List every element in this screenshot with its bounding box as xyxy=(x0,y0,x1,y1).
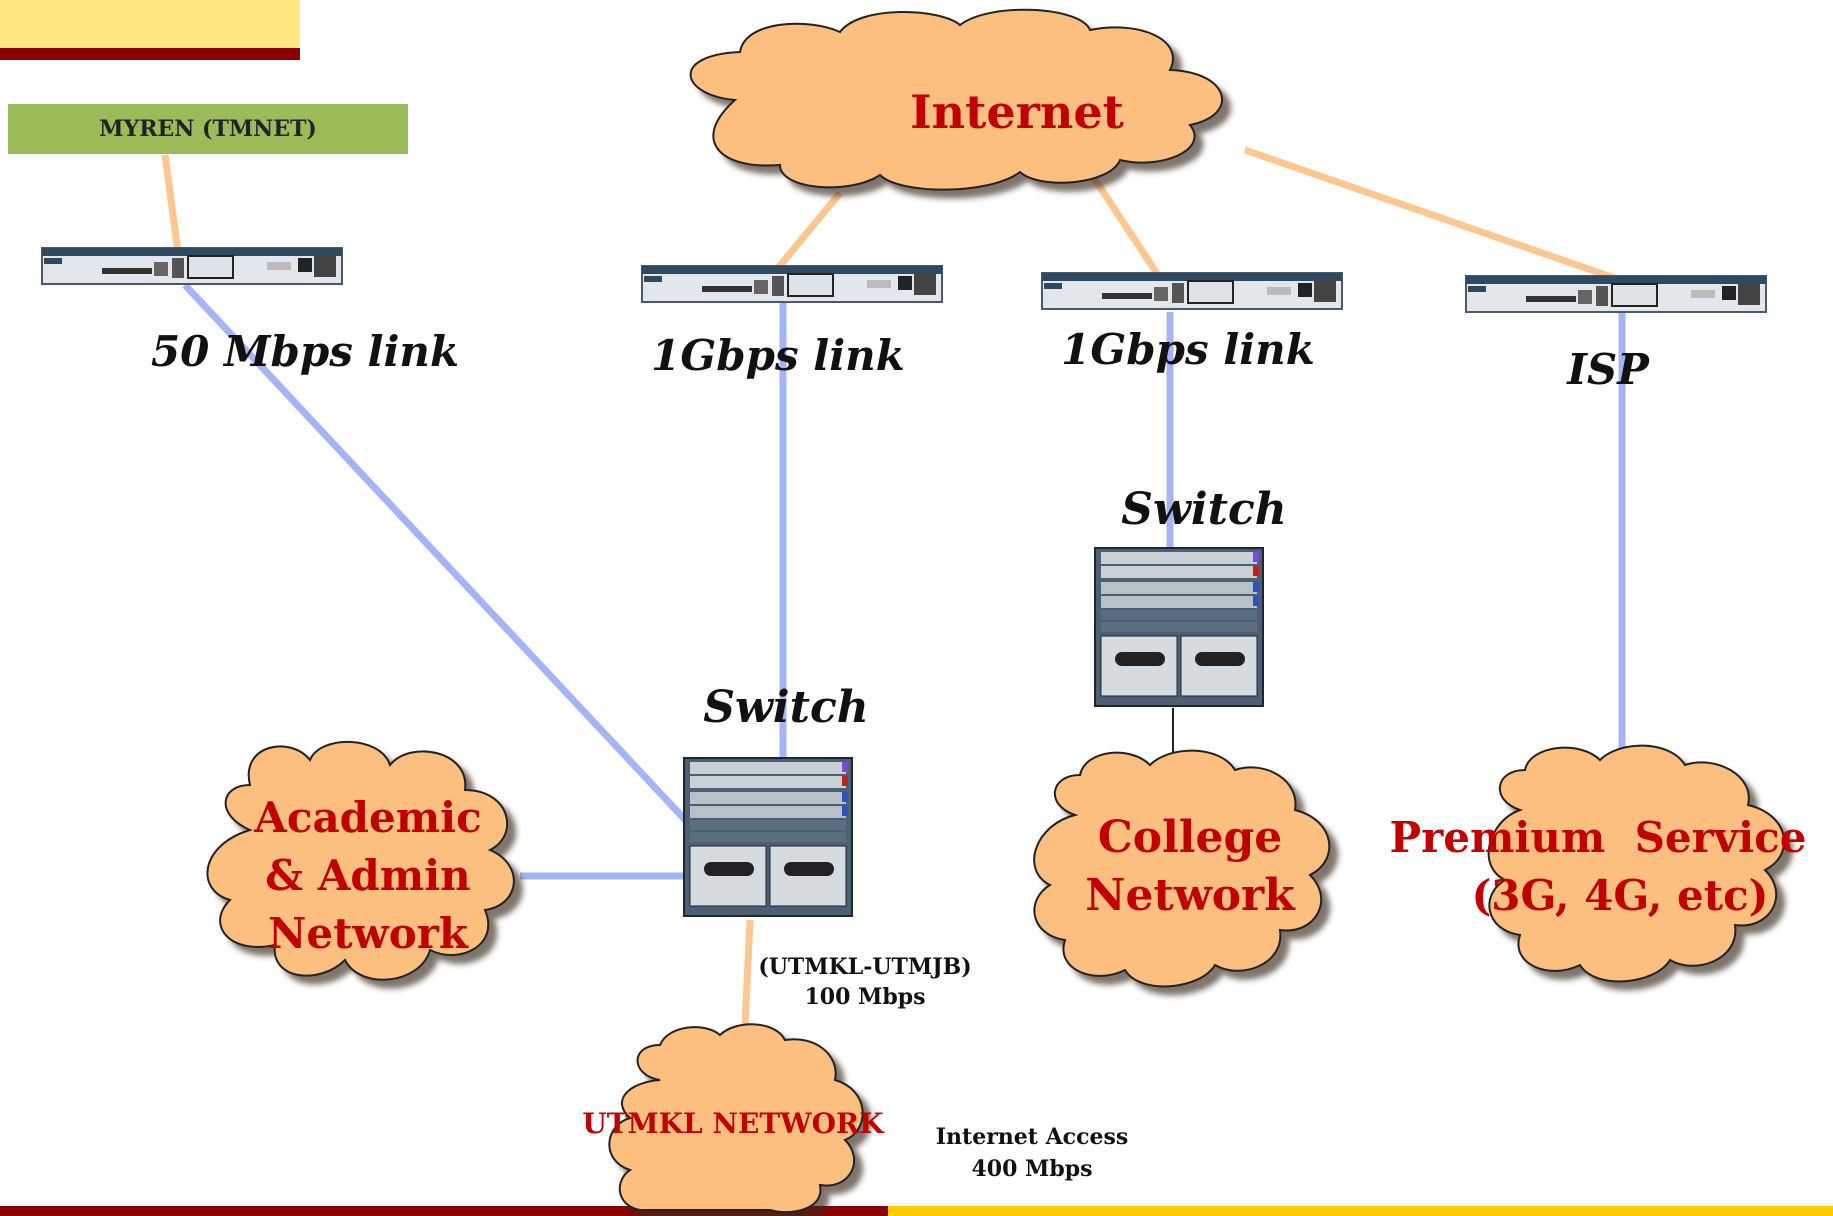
college-label-2: Network xyxy=(1085,870,1296,921)
premium-cloud xyxy=(1487,744,1786,983)
premium-label-1: Premium Service xyxy=(1390,813,1807,862)
header-yellow-bar xyxy=(0,0,300,48)
academic-label-1: Academic xyxy=(253,793,481,842)
academic-cloud xyxy=(206,740,515,981)
link-router-myren-switch xyxy=(182,282,693,828)
label-1gbps-link-1: 1Gbps link xyxy=(651,331,905,380)
internet-access-note-2: 400 Mbps xyxy=(971,1156,1092,1182)
link-myren-router xyxy=(161,154,182,253)
router-myren xyxy=(41,247,343,285)
header-red-bar xyxy=(0,48,300,60)
switch-college xyxy=(1094,547,1264,707)
router-link1 xyxy=(641,265,943,303)
utmkl-link-note-2: 100 Mbps xyxy=(804,984,925,1010)
switch-main xyxy=(683,757,853,917)
link-internet-isp xyxy=(1243,146,1622,284)
internet-label: Internet xyxy=(910,85,1124,139)
link-internet-router2 xyxy=(1087,170,1161,277)
internet-cloud xyxy=(689,8,1223,191)
utmkl-label: UTMKL NETWORK xyxy=(582,1107,885,1140)
footer-yellow-bar xyxy=(888,1206,1833,1216)
label-50mbps-link: 50 Mbps link xyxy=(151,327,459,376)
college-label-1: College xyxy=(1098,812,1283,863)
link-internet-router1 xyxy=(775,190,843,271)
myren-box xyxy=(8,104,408,154)
label-isp: ISP xyxy=(1566,345,1650,394)
utmkl-link-note-1: (UTMKL-UTMJB) xyxy=(758,954,971,980)
router-link2 xyxy=(1041,272,1343,310)
internet-access-note-1: Internet Access xyxy=(936,1124,1128,1150)
label-1gbps-link-2: 1Gbps link xyxy=(1061,325,1315,374)
label-switch-main: Switch xyxy=(703,682,868,733)
label-switch-college: Switch xyxy=(1121,484,1286,535)
academic-label-2: & Admin xyxy=(265,851,470,900)
academic-label-3: Network xyxy=(268,909,469,958)
router-isp xyxy=(1465,275,1767,313)
premium-label-2: (3G, 4G, etc) xyxy=(1471,871,1768,920)
footer-red-bar xyxy=(0,1206,888,1216)
myren-label: MYREN (TMNET) xyxy=(99,116,317,142)
utmkl-cloud xyxy=(608,1023,864,1214)
college-cloud xyxy=(1033,749,1331,988)
